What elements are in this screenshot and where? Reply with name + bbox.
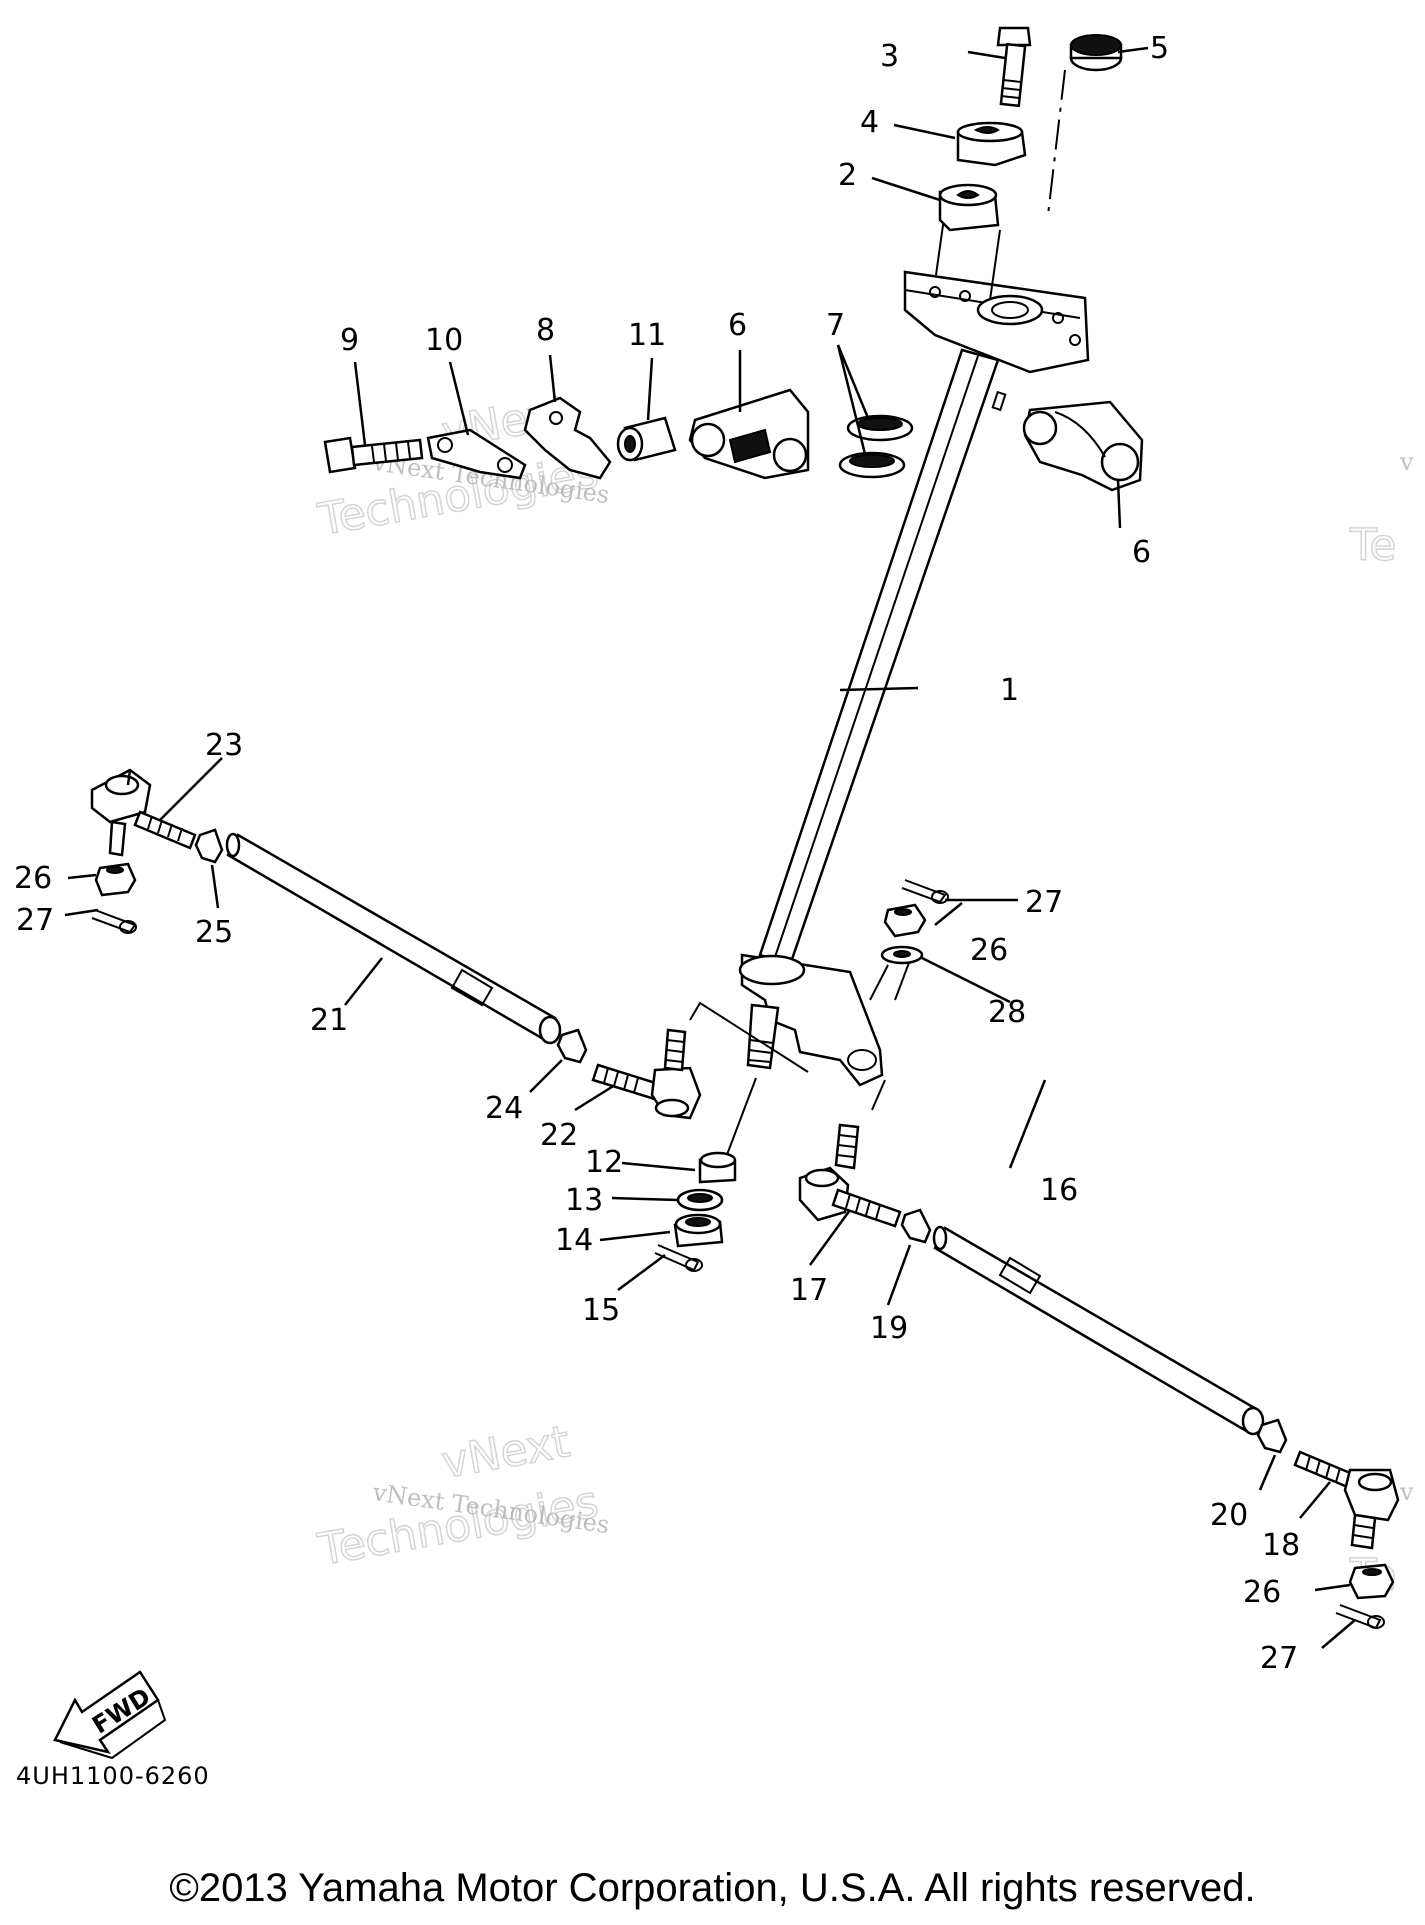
part-25-nut-left-outer <box>194 828 224 864</box>
callout-6-right: 6 <box>1132 535 1151 570</box>
callout-12: 12 <box>585 1145 623 1180</box>
callout-8: 8 <box>536 313 555 348</box>
callout-6-left: 6 <box>728 308 747 343</box>
callout-24: 24 <box>485 1091 523 1126</box>
callout-26-upper-right: 26 <box>970 933 1008 968</box>
watermark-text: v <box>1399 448 1414 476</box>
steering-column <box>738 270 1090 1087</box>
callout-16: 16 <box>1040 1173 1078 1208</box>
callout-4: 3 <box>880 39 899 74</box>
part-12-nut <box>698 1151 737 1184</box>
part-10-lock-washer <box>426 428 527 480</box>
callout-7: 7 <box>826 308 845 343</box>
part-18-tie-rod-end-right <box>1293 1450 1400 1550</box>
callout-22: 22 <box>540 1118 578 1153</box>
part-21-tie-rod-left <box>225 832 562 1045</box>
watermark-text: v <box>1399 1478 1414 1506</box>
callout-19: 19 <box>870 1311 908 1346</box>
part-26-nut-upper-right <box>883 903 927 938</box>
diagram-part-code: 4UH1100-6260 <box>16 1762 210 1790</box>
callout-23: 23 <box>205 728 243 763</box>
part-28-washer <box>880 945 924 965</box>
callout-27-left: 27 <box>16 903 54 938</box>
part-5-cap <box>1069 34 1123 72</box>
part-27-cotter-pin-upper-right <box>901 879 949 904</box>
part-27-cotter-pin-lower-right <box>1335 1604 1385 1630</box>
part-8-stopper-plate <box>523 396 612 480</box>
part-7-bushings <box>838 414 914 479</box>
part-9-bolt <box>323 436 424 474</box>
part-3-holder-upper <box>956 121 1027 167</box>
watermark-lower: vNext Technologies vNext Technologies <box>313 1416 611 1577</box>
fwd-arrow-icon: FWD <box>53 1670 167 1760</box>
part-11-collar <box>616 416 677 462</box>
callout-11: 11 <box>628 318 666 353</box>
callout-26-lower-right: 26 <box>1243 1575 1281 1610</box>
callout-25: 25 <box>195 915 233 950</box>
callout-26-left: 26 <box>14 861 52 896</box>
watermark-edge: v Te v Te <box>1348 448 1414 1602</box>
leader-lines <box>64 46 1356 1649</box>
part-26-nut-upper-left <box>94 862 137 897</box>
watermark-text: Te <box>1349 520 1396 571</box>
part-13-washer <box>676 1188 724 1212</box>
callout-28: 28 <box>988 995 1026 1030</box>
callout-27-lower-right: 27 <box>1260 1641 1298 1676</box>
callout-2: 2 <box>838 158 857 193</box>
callout-labels: 3 5 4 2 1 6 6 7 8 9 10 11 23 26 27 25 21… <box>14 31 1300 1676</box>
callout-20: 20 <box>1210 1498 1248 1533</box>
watermark-text: vNext <box>438 1416 573 1489</box>
callout-1: 1 <box>1000 673 1019 708</box>
part-6-holder-right <box>1022 400 1144 492</box>
callout-15: 15 <box>582 1293 620 1328</box>
part-6-holder-left <box>688 388 810 480</box>
part-4-bolt <box>996 26 1032 108</box>
part-24-nut-left-inner <box>556 1028 588 1064</box>
callout-13: 13 <box>565 1183 603 1218</box>
assembly-guide-lines <box>689 69 1066 1161</box>
part-20-nut <box>1256 1418 1288 1454</box>
callout-17: 17 <box>790 1273 828 1308</box>
callout-3: 4 <box>860 105 879 140</box>
part-15-cotter-pin <box>654 1244 703 1272</box>
part-19-nut <box>900 1208 932 1244</box>
part-17-tie-rod-end-right-inner <box>798 1123 902 1228</box>
callout-18: 18 <box>1262 1528 1300 1563</box>
part-14-seal <box>673 1213 724 1248</box>
part-2-holder-lower <box>938 183 1000 232</box>
callout-5: 5 <box>1150 31 1169 66</box>
callout-21: 21 <box>310 1003 348 1038</box>
callout-10: 10 <box>425 323 463 358</box>
callout-9: 9 <box>340 323 359 358</box>
part-26-nut-lower-right <box>1348 1563 1395 1600</box>
part-22-tie-rod-end-inner <box>591 1028 702 1120</box>
callout-14: 14 <box>555 1223 593 1258</box>
part-23-tie-rod-end-left <box>90 768 197 857</box>
copyright-notice: ©2013 Yamaha Motor Corporation, U.S.A. A… <box>169 1866 1256 1910</box>
part-27-cotter-pin-left <box>91 909 137 934</box>
part-16-tie-rod-right <box>932 1225 1265 1436</box>
callout-27-upper-right: 27 <box>1025 885 1063 920</box>
